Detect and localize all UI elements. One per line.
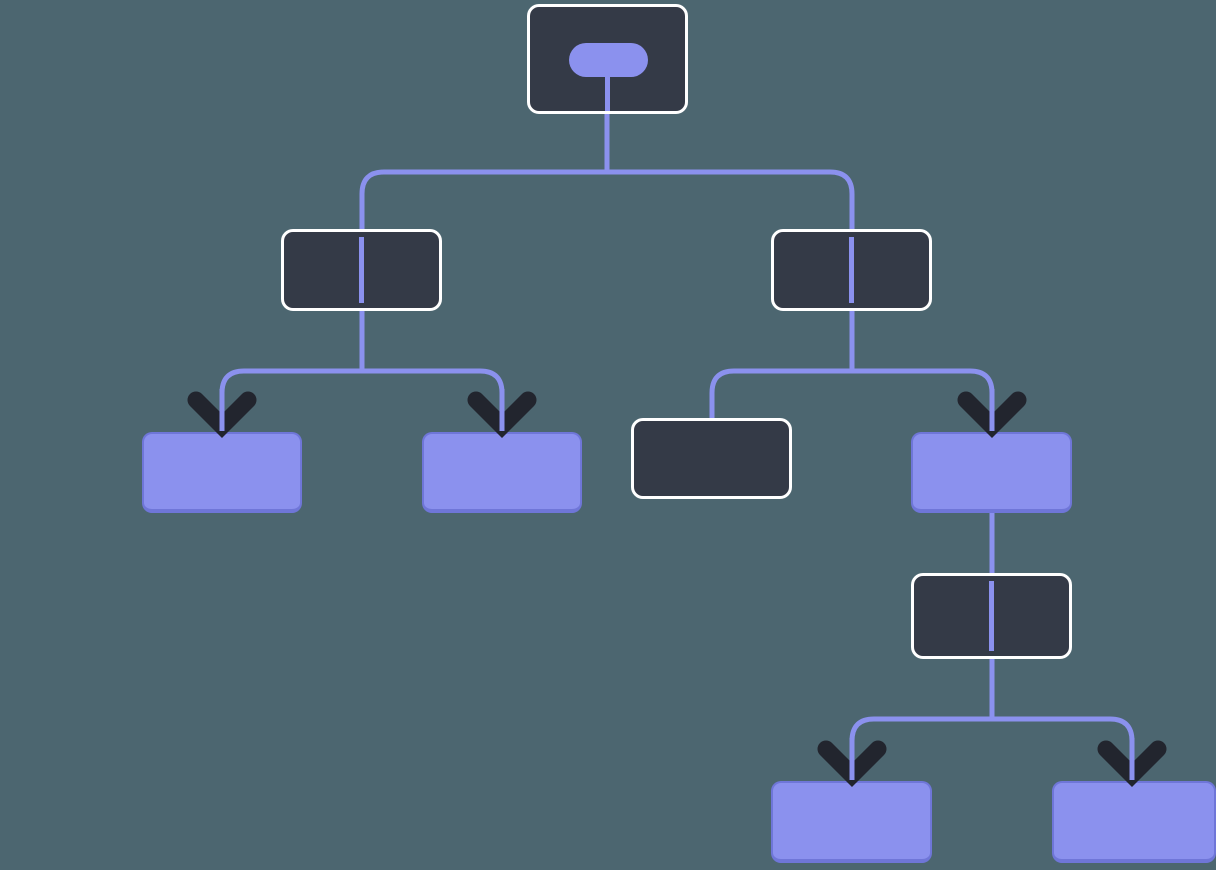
- node-n7[interactable]: [911, 573, 1072, 659]
- node-n8[interactable]: [771, 781, 932, 863]
- node-n9[interactable]: [1052, 781, 1216, 863]
- node-n1[interactable]: [281, 229, 442, 311]
- arrowhead-a3: [817, 738, 887, 788]
- node-n0[interactable]: [527, 4, 688, 114]
- arrowhead-highlight-chevron: [473, 396, 531, 430]
- root-node-pill: [569, 43, 648, 77]
- arrowhead-stem: [1129, 738, 1135, 780]
- arrowhead-highlight-chevron: [193, 396, 251, 430]
- edge-e4: [709, 311, 855, 418]
- edge-e2: [219, 311, 365, 437]
- edge-e3: [359, 311, 505, 437]
- arrowhead-highlight-chevron: [963, 396, 1021, 430]
- node-n5[interactable]: [631, 418, 792, 499]
- root-node-stem: [605, 77, 610, 111]
- arrowhead-highlight-chevron: [823, 745, 881, 779]
- edge-e0: [359, 113, 610, 229]
- node-n2[interactable]: [771, 229, 932, 311]
- arrowhead-a0: [187, 389, 257, 439]
- node-n3[interactable]: [142, 432, 302, 513]
- arrowhead-a1: [467, 389, 537, 439]
- arrowhead-highlight-chevron: [1103, 745, 1161, 779]
- arrowhead-chevron: [817, 740, 887, 788]
- edge-e1: [604, 113, 855, 229]
- edge-e7: [849, 659, 995, 786]
- arrowhead-stem: [219, 389, 225, 431]
- arrowhead-chevron: [187, 391, 257, 439]
- arrowhead-chevron: [467, 391, 537, 439]
- arrowhead-chevron: [957, 391, 1027, 439]
- arrowhead-chevron: [1097, 740, 1167, 788]
- node-n4[interactable]: [422, 432, 582, 513]
- arrowhead-stem: [499, 389, 505, 431]
- arrowhead-stem: [989, 389, 995, 431]
- arrowhead-a2: [957, 389, 1027, 439]
- edge-e5: [849, 311, 995, 437]
- arrowhead-stem: [849, 738, 855, 780]
- node-n6[interactable]: [911, 432, 1072, 513]
- arrowhead-a4: [1097, 738, 1167, 788]
- edge-e8: [989, 659, 1135, 786]
